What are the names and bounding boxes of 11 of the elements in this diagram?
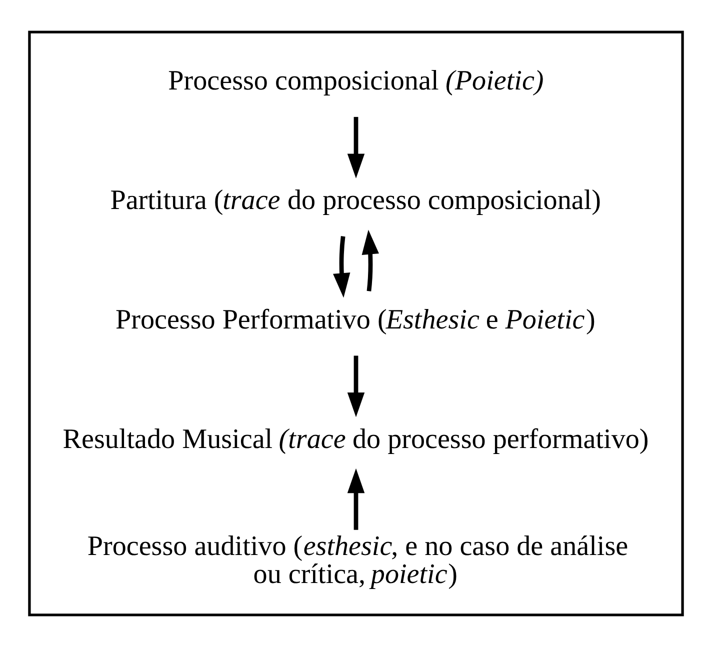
node-text: Processo auditivo (esthesic, e no caso de análise ou crítica, poietic) (87, 530, 628, 590)
arrow (347, 116, 365, 178)
node-text: Processo Performativo (Esthesic e Poietic) (115, 304, 596, 336)
arrow (333, 236, 350, 298)
cluster (28, 30, 684, 616)
node-text: Processo composicional (Poietic) (168, 66, 544, 97)
node-text: Resultado Musical (trace do processo performativo) (62, 424, 649, 455)
node-text: Partitura (trace do processo composicional) (110, 185, 602, 216)
arrow (347, 468, 365, 530)
arrow (347, 356, 365, 418)
arrow (362, 230, 379, 292)
